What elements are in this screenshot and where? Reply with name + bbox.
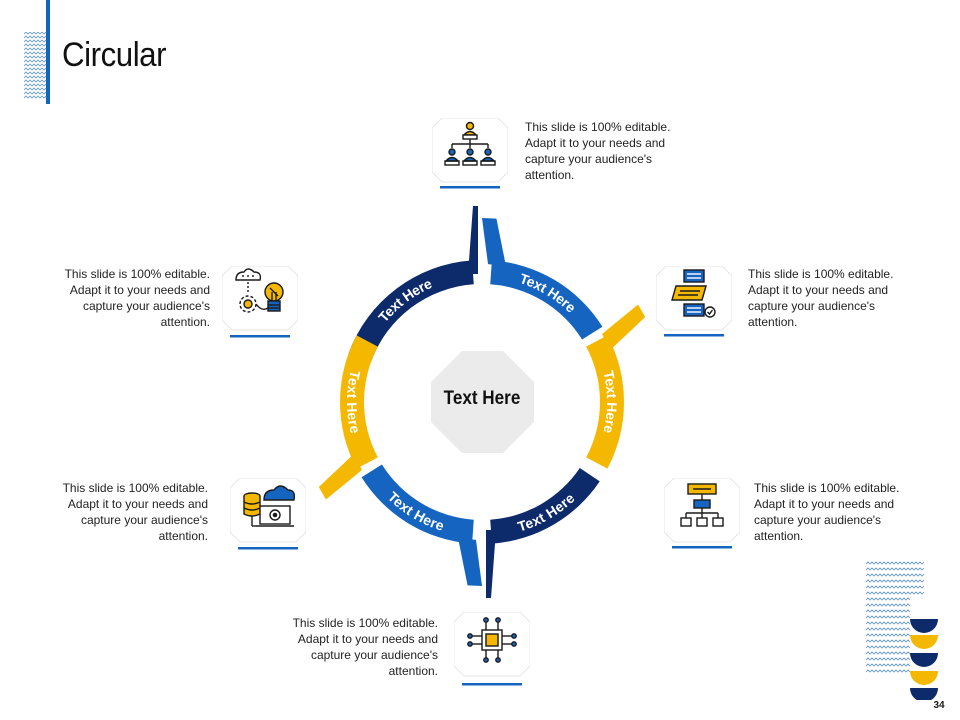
description-top: This slide is 100% editable. Adapt it to… [525, 120, 671, 182]
ring-pointer-2 [602, 304, 646, 351]
page-title: Circular [62, 36, 167, 74]
ring-pointer-0 [468, 206, 478, 274]
description-upper-right: This slide is 100% editable. Adapt it to… [748, 267, 894, 329]
ring-segment-label-5: Text Here [344, 369, 364, 435]
ring-pointer-4 [458, 537, 482, 586]
ring-pointer-3 [486, 530, 496, 598]
flowchart-icon [680, 483, 724, 527]
description-bottom: This slide is 100% editable. Adapt it to… [292, 616, 438, 678]
ring-segment-0 [348, 260, 474, 362]
ring-pointer-1 [482, 218, 506, 267]
document-checklist-icon [671, 269, 716, 318]
ring-segment-4 [361, 464, 474, 544]
icon-box-upper-right [656, 266, 732, 337]
center-label: Text Here [443, 388, 521, 409]
idea-gear-icon [235, 268, 284, 313]
page-number: 34 [933, 700, 945, 711]
ring-segment-2 [586, 335, 624, 469]
ring-segment-3 [490, 467, 600, 544]
ring-segment-1 [490, 260, 603, 340]
ring-segment-5 [340, 335, 378, 469]
icon-box-upper-left [222, 266, 298, 338]
description-lower-right: This slide is 100% editable. Adapt it to… [754, 481, 900, 543]
ring-pointer-5 [318, 453, 362, 500]
title-accent-bar [46, 0, 50, 104]
title-zigzag-pattern [24, 32, 46, 99]
icon-box-lower-right [664, 478, 740, 549]
ring-segment-label-2: Text Here [600, 369, 620, 435]
icon-box-bottom [454, 612, 530, 686]
center-octagon [431, 351, 534, 453]
icon-box-lower-left [230, 478, 306, 550]
cloud-database-icon [243, 485, 296, 527]
description-lower-left: This slide is 100% editable. Adapt it to… [62, 481, 208, 543]
icon-box-top [432, 118, 508, 189]
decorative-pattern [865, 561, 938, 700]
org-chart-icon [444, 121, 496, 166]
circuit-chip-icon [467, 617, 517, 663]
description-upper-left: This slide is 100% editable. Adapt it to… [64, 267, 210, 329]
